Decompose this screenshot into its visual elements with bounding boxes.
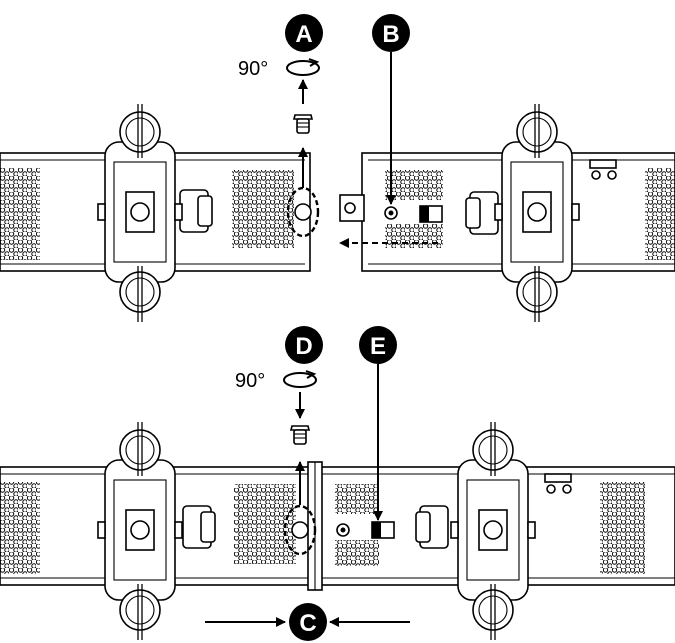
- screw-icon-bottom: [290, 425, 310, 445]
- callout-e: [359, 326, 397, 364]
- callout-d-label: D: [295, 333, 312, 360]
- callout-e-label: E: [370, 333, 386, 360]
- rotate-arrow-icon: [286, 58, 320, 76]
- clamp-left-top: [97, 103, 183, 323]
- callout-d: [285, 326, 323, 364]
- rotate-arrow-icon-bottom: [283, 370, 317, 388]
- screw-icon: [293, 114, 313, 134]
- screw-highlight-bottom: [283, 504, 317, 556]
- top-panel: 90° A B: [0, 14, 675, 323]
- bottom-panel: 90° D E C: [0, 326, 675, 641]
- rotation-label-bottom: 90°: [235, 370, 265, 392]
- vent-right-top: [645, 168, 675, 260]
- clamp-left-bottom: [97, 421, 183, 641]
- callout-c-label: C: [299, 610, 316, 637]
- clamp-right-top: [494, 103, 580, 323]
- callout-a: [285, 14, 323, 52]
- rotation-label-top: 90°: [238, 58, 268, 80]
- vent-left-bottom: [0, 482, 40, 574]
- vent-left-top: [0, 168, 40, 260]
- vent-mid-top: [232, 170, 294, 248]
- callout-c: [289, 603, 327, 641]
- callout-a-label: A: [295, 21, 312, 48]
- vent-right-bottom: [600, 482, 645, 574]
- callout-b: [372, 14, 410, 52]
- clamp-right-bottom: [450, 421, 536, 641]
- callout-b-label: B: [382, 21, 399, 48]
- vent-mid-bottom: [234, 484, 296, 564]
